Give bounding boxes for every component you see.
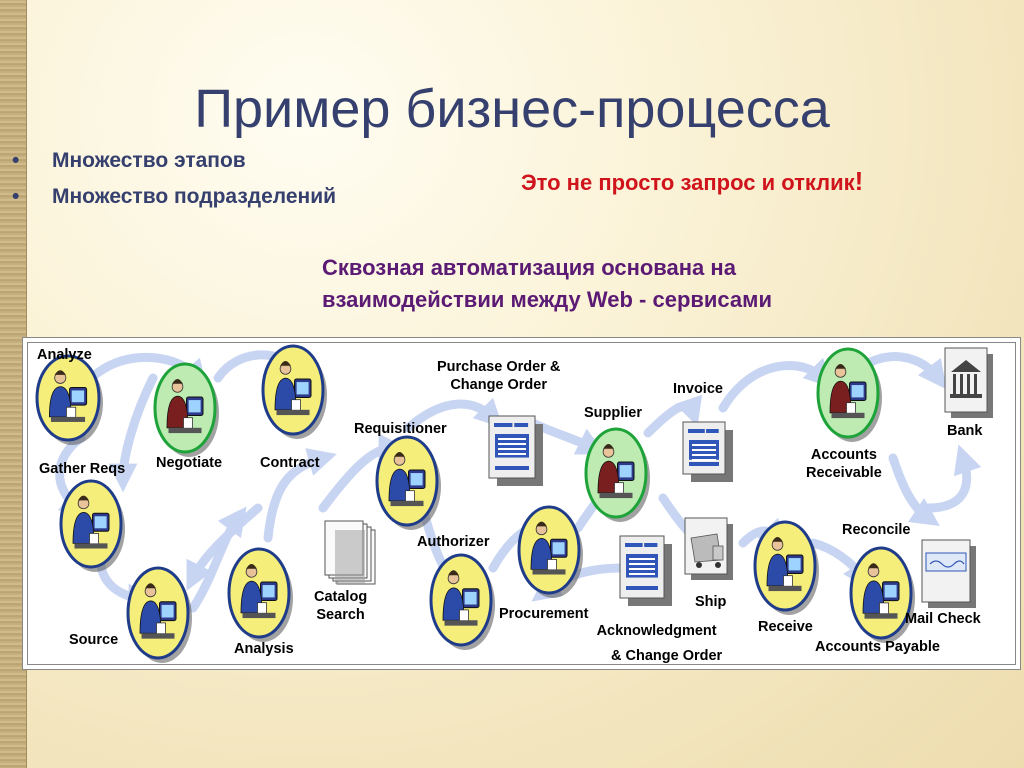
slide-title: Пример бизнес-процесса (194, 79, 830, 139)
label-po-line-2: Change Order (450, 377, 547, 393)
flow-arrow (186, 503, 263, 591)
gather-reqs-person-icon (59, 479, 125, 572)
bullet-dot: • (12, 149, 20, 172)
label-catalog-search: Catalog Search (314, 588, 367, 624)
label-catalog-line-1: Catalog (314, 589, 368, 605)
flow-arrow (888, 453, 940, 526)
flow-arrow (403, 397, 504, 433)
label-authorizer: Authorizer (417, 534, 490, 550)
bank-building-icon (944, 347, 993, 418)
invoice-document-icon (682, 421, 733, 482)
label-po-line-1: Purchase Order & (437, 359, 561, 375)
label-receive: Receive (758, 619, 813, 635)
label-invoice: Invoice (673, 381, 723, 397)
label-bank: Bank (947, 423, 983, 439)
note-red-mark: ! (854, 166, 864, 196)
label-reconcile: Reconcile (842, 522, 911, 538)
flow-arrow (108, 373, 158, 493)
label-contract: Contract (260, 455, 320, 471)
note-purple: Сквозная автоматизация основана на взаим… (322, 252, 772, 316)
bullet-item: • Множество этапов (8, 146, 336, 182)
label-accounts-receivable: Accounts Receivable (806, 446, 882, 482)
bullet-text: Множество подразделений (52, 185, 337, 208)
process-diagram-canvas (35, 344, 993, 663)
label-purchase-order: Purchase Order & Change Order (437, 358, 560, 394)
diagram-inner-border (27, 342, 1016, 665)
label-requisitioner: Requisitioner (354, 421, 447, 437)
label-procurement: Procurement (499, 606, 589, 622)
note-purple-line-1: Сквозная автоматизация основана на (322, 255, 736, 280)
note-purple-line-2: взаимодействии между Web - сервисами (322, 287, 772, 312)
flow-arrow (263, 448, 337, 543)
label-catalog-line-2: Search (316, 607, 365, 623)
label-accounts-line-1: Accounts (810, 447, 877, 463)
label-ack-line-2: & Change Order (611, 648, 723, 664)
requisitioner-person-icon (375, 435, 441, 530)
accounts-receivable-person-icon (816, 347, 882, 442)
receive-person-icon (753, 520, 819, 615)
flow-arrow (858, 352, 947, 390)
label-accounts-payable: Accounts Payable (815, 639, 940, 655)
label-acknowledgment: Acknowledgment & Change Order (591, 622, 723, 665)
supplier-person-icon (584, 427, 650, 522)
note-red-text: Это не просто запрос и отклик (521, 170, 855, 195)
label-analyze: Analyze (37, 347, 92, 363)
label-mail-check: Mail Check (905, 611, 981, 627)
flow-arrow (923, 444, 982, 513)
analysis-person-icon (227, 547, 293, 642)
flow-arrow (643, 394, 703, 438)
acknowledgment-document-icon (619, 535, 672, 606)
label-ack-line-1: Acknowledgment (596, 623, 717, 639)
process-diagram: Analyze Gather Reqs Negotiate Contract S… (22, 337, 1021, 670)
accounts-payable-person-icon (849, 546, 915, 643)
label-analysis: Analysis (234, 641, 294, 657)
purchase-order-document-icon (488, 415, 543, 486)
bullet-list: • Множество этапов • Множество подразделен… (8, 146, 336, 218)
label-supplier: Supplier (584, 405, 643, 421)
bullet-item: • Множество подразделений (8, 182, 336, 218)
check-icon (921, 539, 976, 608)
label-negotiate: Negotiate (156, 455, 223, 471)
source-person-icon (126, 566, 192, 663)
authorizer-person-icon (429, 553, 495, 650)
truck-icon (684, 517, 733, 580)
catalog-stack-icon (324, 520, 376, 585)
negotiate-person-icon (153, 362, 219, 457)
note-red: Это не просто запрос и отклик! (521, 166, 863, 197)
label-ship: Ship (695, 594, 727, 610)
bullet-text: Множество этапов (52, 149, 246, 172)
label-accounts-line-2: Receivable (806, 465, 882, 481)
contract-person-icon (261, 344, 327, 439)
bullet-dot: • (12, 185, 20, 208)
label-gather-reqs: Gather Reqs (39, 461, 126, 477)
label-source: Source (69, 632, 119, 648)
flow-arrow (718, 357, 834, 413)
procurement-person-icon (517, 505, 583, 598)
analyze-person-icon (35, 354, 103, 445)
